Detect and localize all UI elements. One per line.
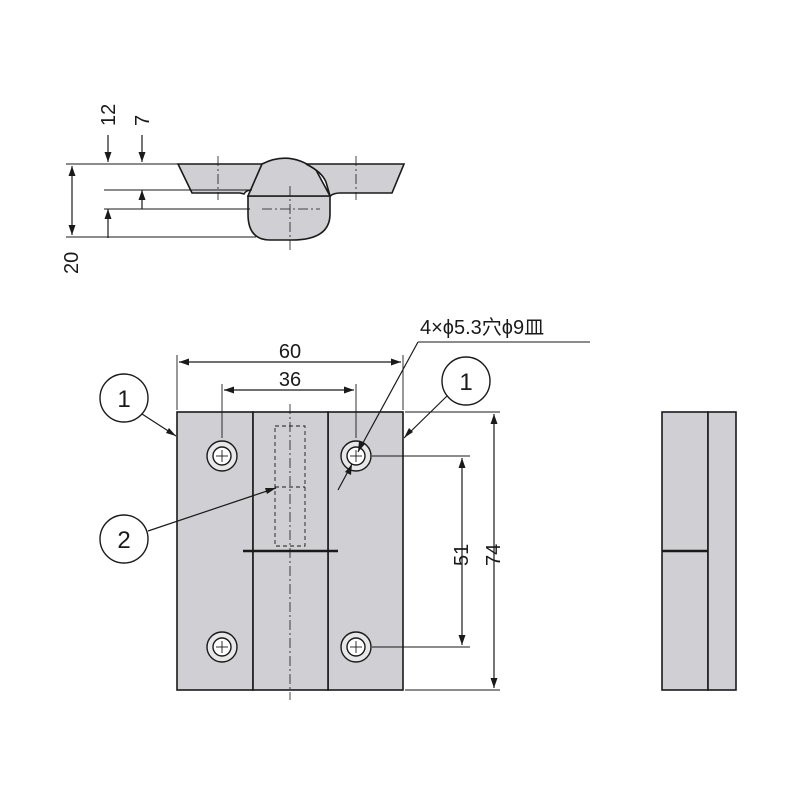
balloon-1-right: [441, 356, 491, 406]
top-knuckle-upper: [246, 157, 332, 197]
hole-bottom-right: [340, 631, 372, 663]
balloon-1-left: [99, 373, 149, 423]
balloon-1-left-label: 1: [117, 386, 130, 413]
balloon-1-right-label: 1: [459, 369, 472, 396]
dim-20-label: 20: [61, 252, 83, 274]
dim-12-label: 12: [98, 104, 120, 126]
top-section-view: 20 12 7: [61, 104, 406, 274]
hole-spec-note: 4×ϕ5.3穴ϕ9皿: [420, 316, 544, 339]
hole-bottom-left: [206, 631, 238, 663]
hole-top-right: [340, 440, 372, 472]
side-view: [661, 411, 737, 691]
balloon-2-pin-label: 2: [117, 527, 130, 554]
dim-36-label: 36: [279, 369, 301, 391]
top-right-leaf: [305, 163, 406, 198]
dim-60-label: 60: [279, 341, 301, 363]
dim-51-label: 51: [451, 544, 473, 566]
front-view: 60 36 51 74 4×ϕ5.3穴ϕ9皿 1 1: [99, 316, 590, 700]
dim-74-label: 74: [483, 544, 505, 566]
side-right-strip: [707, 411, 737, 691]
front-knuckle-upper: [252, 411, 329, 552]
hole-top-left: [206, 440, 238, 472]
balloon-2-pin: [99, 514, 149, 564]
front-knuckle-lower: [252, 550, 329, 691]
dim-7-label: 7: [132, 115, 154, 126]
top-knuckle: [247, 195, 331, 241]
